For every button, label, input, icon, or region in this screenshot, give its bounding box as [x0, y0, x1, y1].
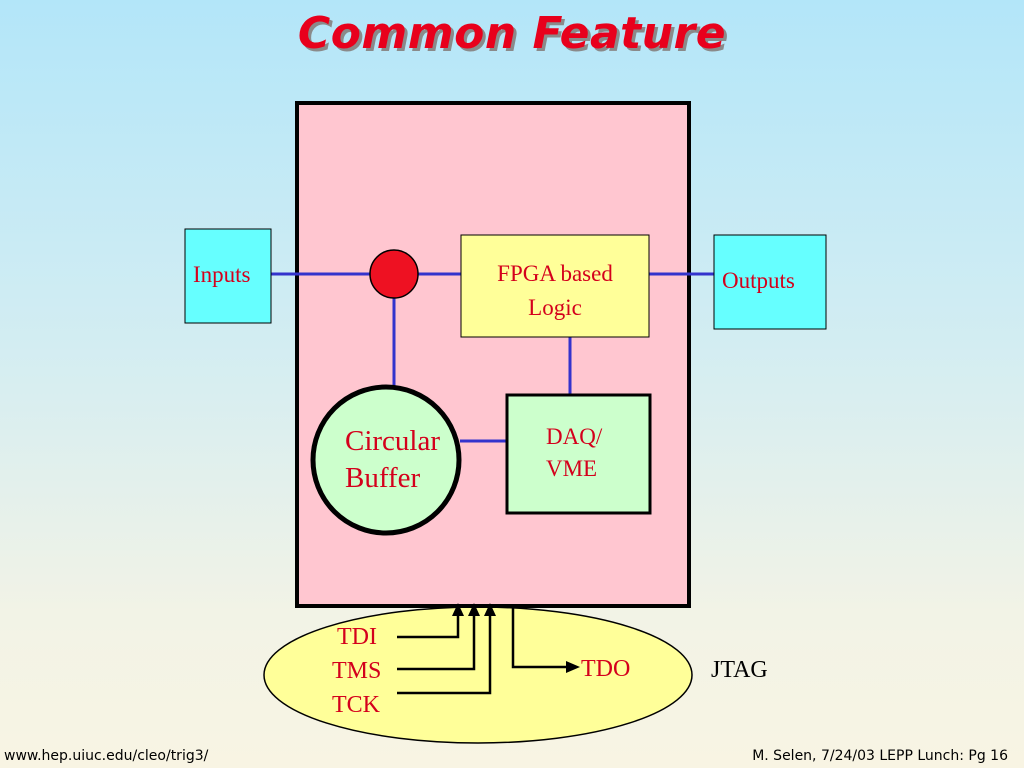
- tdi-arrowhead: [452, 603, 464, 616]
- main-board: [295, 101, 691, 608]
- jtag-label: JTAG: [711, 657, 768, 683]
- fpga-box: [460, 234, 650, 338]
- tms-line: [397, 612, 476, 671]
- tdo-label: TDO: [581, 656, 631, 682]
- buffer-label-line2: Buffer: [345, 461, 421, 494]
- daq-label-line2: VME: [546, 455, 598, 481]
- fpga-label: FPGA based Logic: [461, 260, 649, 321]
- footer-url: www.hep.uiuc.edu/cleo/trig3/: [4, 748, 209, 764]
- slide-title: Common Feature: [297, 8, 727, 59]
- footer-credit: M. Selen, 7/24/03 LEPP Lunch: Pg 16: [752, 748, 1008, 764]
- circular-buffer-circle: [310, 384, 462, 536]
- daq-label-line1: DAQ/: [546, 424, 603, 449]
- buffer-label: Circular Buffer: [345, 424, 440, 496]
- inputs-label: Inputs: [193, 262, 251, 287]
- fpga-label-line1: FPGA based: [497, 261, 613, 286]
- tck-label: TCK: [332, 692, 380, 718]
- tck-line: [397, 612, 492, 695]
- daq-vme-box: [505, 393, 652, 515]
- tdo-arrowhead: [566, 661, 580, 673]
- junction-node: [369, 249, 419, 299]
- tck-arrowhead: [484, 603, 496, 616]
- fpga-label-line2: Logic: [528, 294, 582, 320]
- outputs-label: Outputs: [722, 268, 795, 293]
- daq-label: DAQ/ VME: [546, 423, 602, 482]
- tdo-line: [511, 607, 568, 669]
- tdi-label: TDI: [337, 624, 377, 650]
- tdi-line: [397, 612, 460, 639]
- outputs-box: [713, 234, 827, 330]
- tms-label: TMS: [332, 658, 382, 684]
- buffer-label-line1: Circular: [345, 425, 441, 457]
- tms-arrowhead: [468, 603, 480, 616]
- inputs-box: [184, 228, 272, 324]
